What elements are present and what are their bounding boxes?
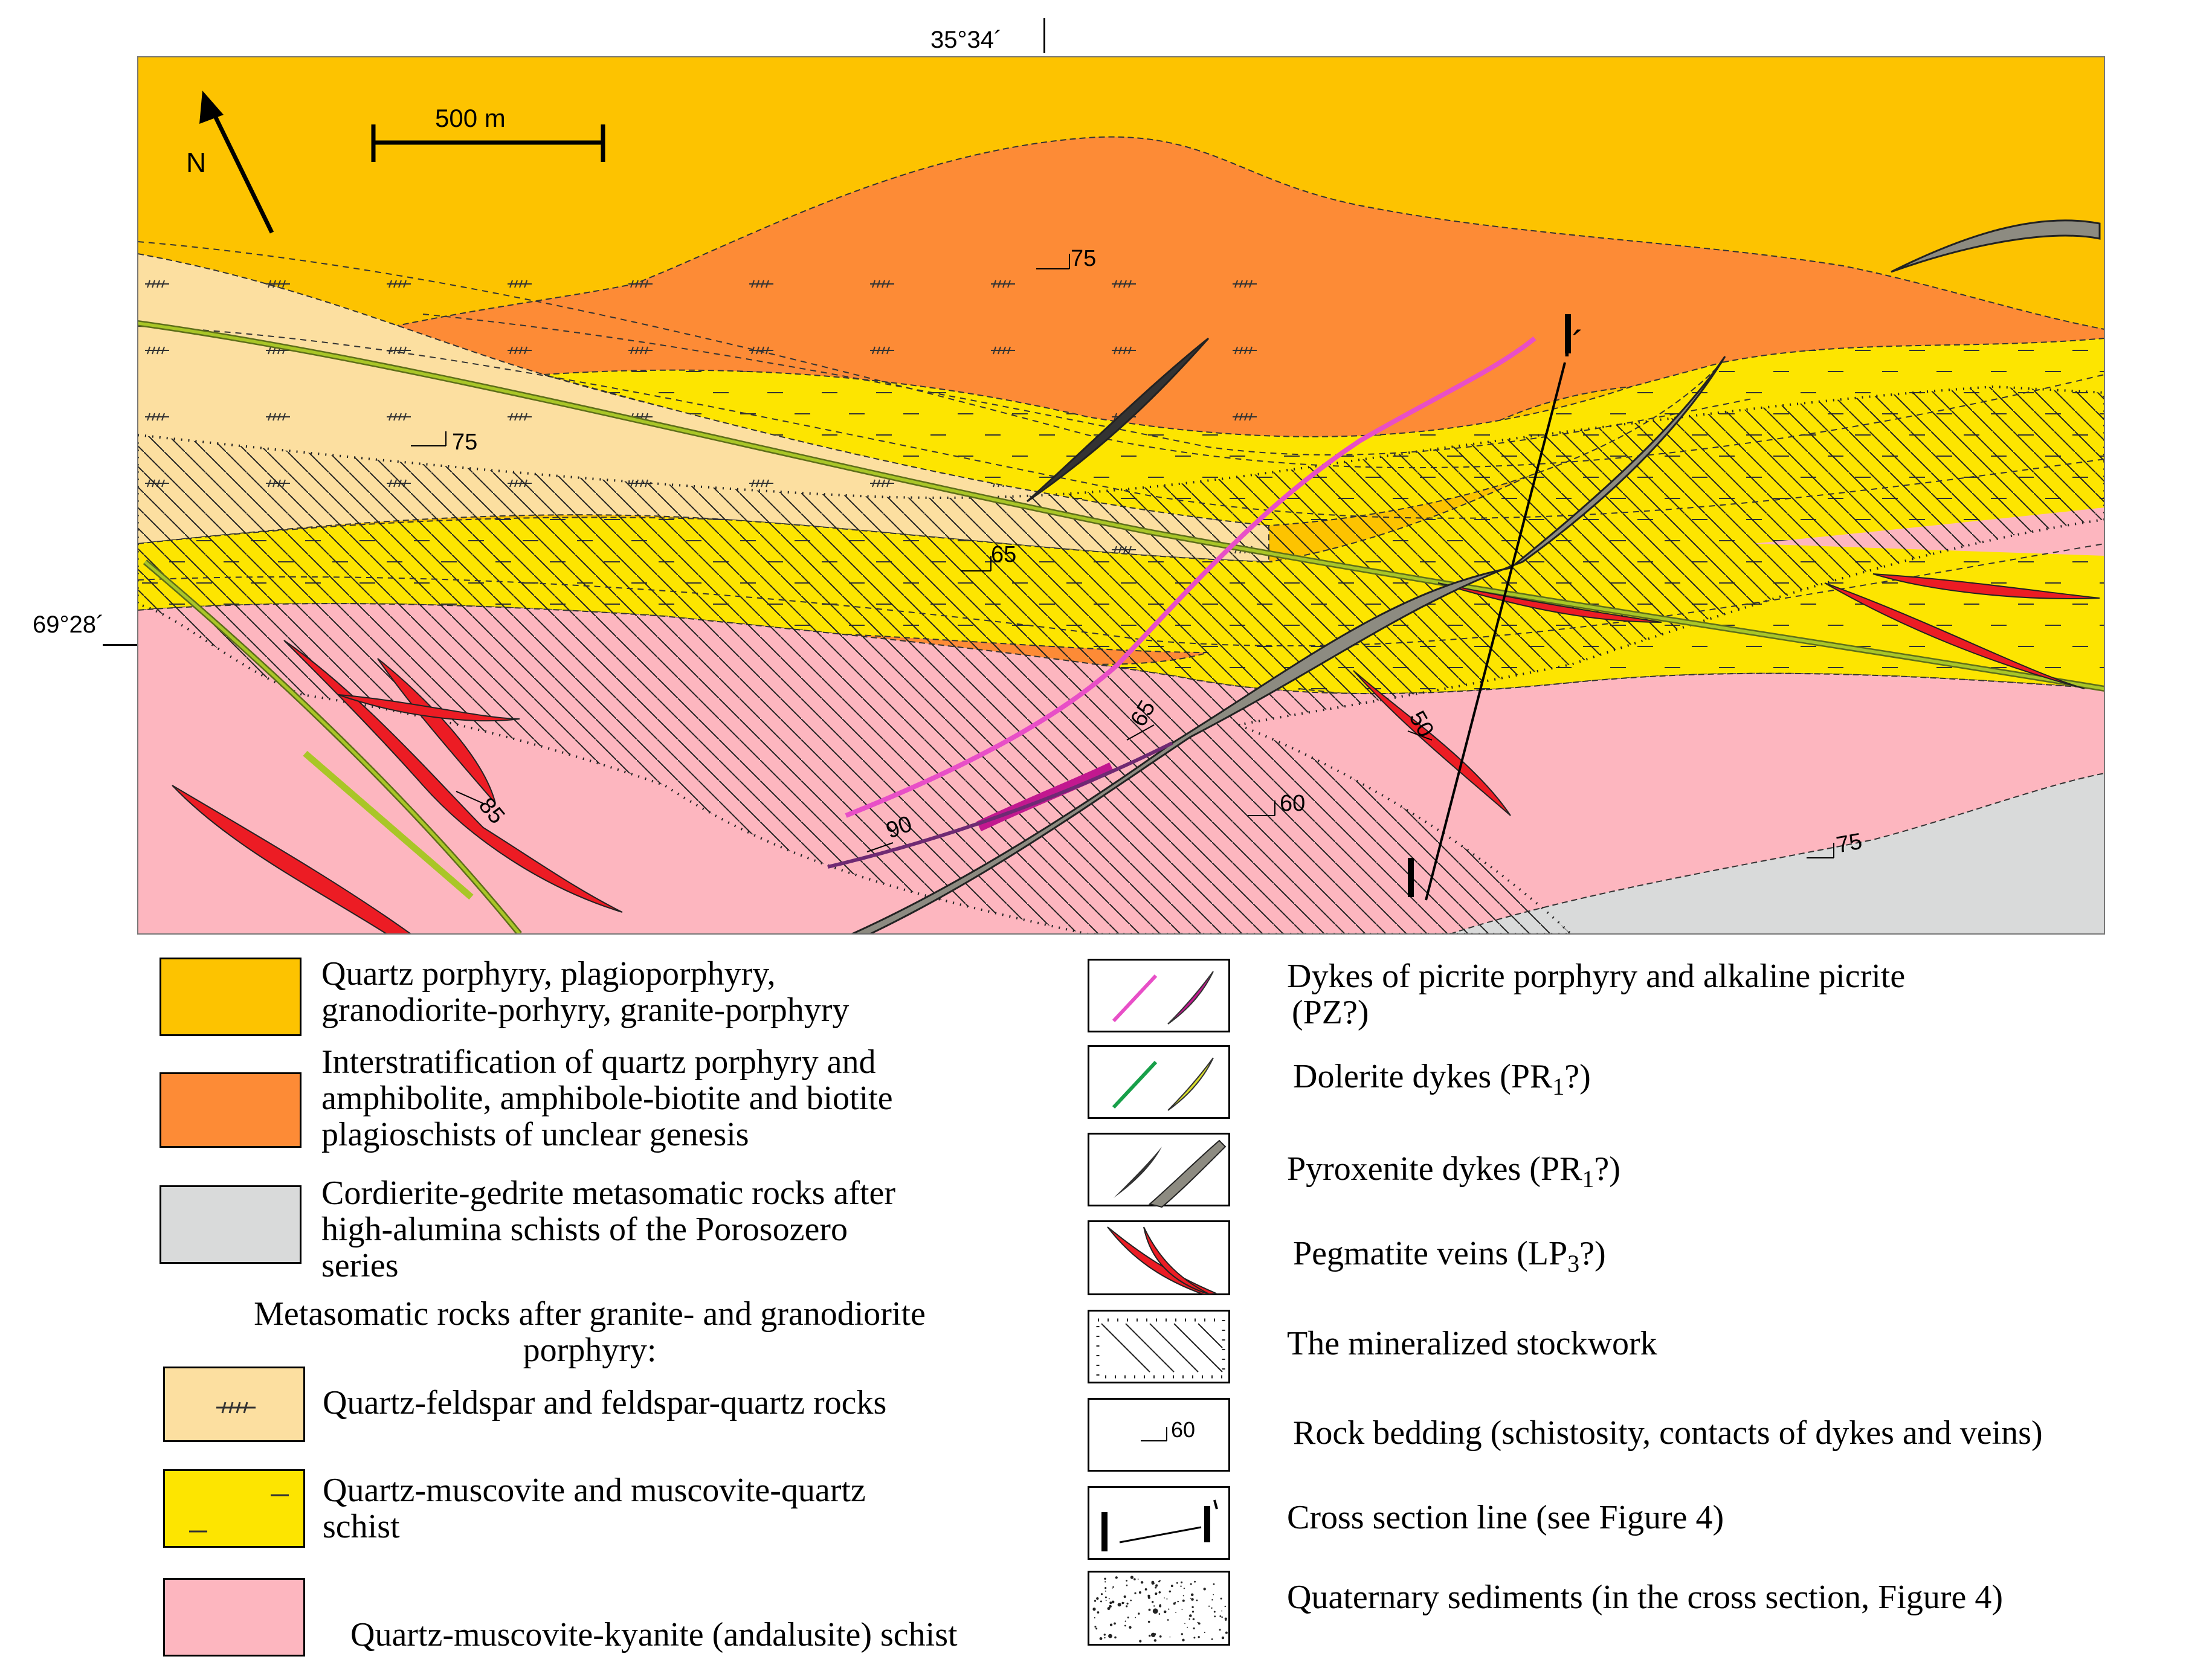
dolerite-dyke-icon [1112,1057,1214,1111]
legend-label-stockwork: The mineralized stockwork [1287,1325,1657,1362]
latitude-label: 69°28´ [33,611,105,638]
latitude-tick [103,644,139,646]
quartz-feldspar-symbol-icon [216,1402,256,1414]
legend-label-pyroxenite: Pyroxenite dykes (PR1?) [1287,1150,1620,1193]
legend-label-picrite: Dykes of picrite porphyry and alkaline p… [1287,958,1906,1031]
svg-text:75: 75 [1071,246,1096,271]
legend-metasomatic-heading: Metasomatic rocks after granite- and gra… [254,1295,926,1369]
legend-symbol-picrite [1088,959,1230,1032]
dip-symbol: 75 [1807,829,1864,858]
svg-text:60: 60 [1280,791,1305,816]
longitude-tick [1043,18,1045,53]
geological-map: N 500 m I´ 75 75 65 65 50 60 [137,56,2105,935]
legend-symbol-bedding: 60 [1088,1398,1230,1472]
pyroxenite-dyke-icon [1114,1139,1227,1208]
longitude-label: 35°34´ [930,27,1002,53]
north-arrow [209,108,274,234]
legend-swatch-quartz-porphyry [160,958,301,1036]
pegmatite-veins [172,573,2100,934]
legend-label-interstratification: Interstratification of quartz porphyry a… [321,1043,893,1153]
cross-section-mark-start [1408,858,1414,897]
pyroxenite-dykes [851,219,2101,934]
legend-label-kyanite: Quartz-muscovite-kyanite (andalusite) sc… [350,1616,958,1653]
section-end-label: I´ [1562,324,1584,364]
dip-symbol: 65 [961,542,1016,571]
picrite-dyke-icon [1112,971,1214,1025]
pegmatite-vein-icon [1107,1226,1217,1296]
legend-symbol-cross-section [1088,1486,1230,1560]
legend-label-quartz-porphyry: Quartz porphyry, plagioporphyry,granodio… [321,955,850,1029]
legend-symbol-stockwork [1088,1310,1230,1383]
unit-cordierite-gedrite [1449,772,2104,934]
dip-symbol: 60 [1248,791,1305,816]
legend-label-cross-section: Cross section line (see Figure 4) [1287,1499,1724,1536]
scale-label: 500 m [435,104,506,132]
legend-swatch-kyanite [163,1578,305,1657]
legend-symbol-quaternary [1088,1571,1230,1646]
legend-label-quaternary: Quaternary sediments (in the cross secti… [1287,1579,2004,1616]
legend-label-dolerite: Dolerite dykes (PR1?) [1293,1058,1591,1100]
legend-swatch-quartz-feldspar [163,1367,305,1442]
legend-label-cordierite: Cordierite-gedrite metasomatic rocks aft… [321,1174,896,1284]
legend-swatch-quartz-muscovite [163,1469,305,1548]
legend-label-pegmatite: Pegmatite veins (LP3?) [1293,1235,1606,1277]
cross-section-mark-end [1565,314,1571,353]
legend-label-quartz-feldspar: Quartz-feldspar and feldspar-quartz rock… [323,1384,887,1421]
dip-symbol: 75 [411,430,477,455]
bedding-dip-icon: 60 [1141,1417,1195,1442]
dolerite-dyke [138,320,2104,934]
quaternary-sediments-icon [1092,1576,1228,1643]
picrite-dyke [827,336,1536,869]
quartz-muscovite-symbol-icon [189,1494,289,1533]
dip-symbol: 75 [1036,246,1096,271]
svg-text:75: 75 [452,430,477,455]
legend-symbol-pyroxenite [1088,1133,1230,1208]
cross-section-line [1425,362,1566,901]
svg-text:60: 60 [1171,1417,1195,1442]
stockwork-pattern-icon [1096,1318,1225,1379]
svg-text:65: 65 [991,542,1016,567]
cross-section-icon [1101,1499,1218,1551]
legend-swatch-cordierite [160,1185,301,1264]
legend-symbol-pegmatite [1088,1220,1230,1296]
svg-text:75: 75 [1834,829,1864,858]
north-label: N [186,147,206,178]
legend-swatch-interstratification [160,1072,301,1148]
legend-label-bedding: Rock bedding (schistosity, contacts of d… [1293,1414,2043,1452]
legend-symbol-dolerite [1088,1045,1230,1119]
